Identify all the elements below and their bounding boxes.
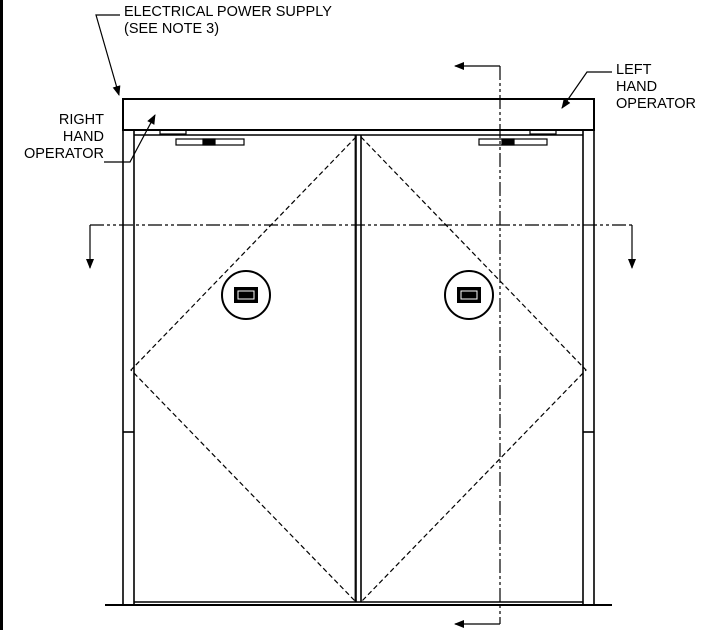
left-operator-leader	[561, 71, 612, 109]
horizontal-section-line	[86, 224, 636, 269]
vertical-section-line	[454, 62, 501, 628]
left-hand-operator-arm	[478, 129, 557, 146]
right-door-vision-panel	[444, 270, 494, 320]
swing-indicators	[130, 136, 587, 603]
left-operator-label-line1: LEFT	[616, 62, 652, 78]
power-supply-leader	[95, 14, 121, 96]
right-hand-operator-label: RIGHT HAND OPERATOR	[4, 112, 104, 163]
right-door-swing	[360, 136, 587, 603]
left-operator-label-line2: HAND	[616, 79, 658, 95]
right-jamb	[582, 99, 595, 605]
right-operator-label-line3: OPERATOR	[23, 146, 104, 162]
power-supply-label-line2: (SEE NOTE 3)	[124, 21, 220, 37]
right-operator-label-line1: RIGHT	[58, 112, 104, 128]
page-edge-bar	[0, 0, 3, 630]
left-hand-operator-label: LEFT HAND OPERATOR	[616, 62, 696, 113]
leader-lines	[95, 14, 612, 163]
right-operator-label-line2: HAND	[62, 129, 104, 145]
left-jamb	[122, 99, 135, 605]
right-hand-operator-arm	[159, 129, 245, 146]
door-panels	[134, 134, 583, 603]
left-door-swing	[130, 136, 357, 603]
left-operator-label-line3: OPERATOR	[616, 96, 697, 112]
right-operator-leader	[104, 114, 156, 163]
header-box	[122, 98, 595, 131]
power-supply-label: ELECTRICAL POWER SUPPLY (SEE NOTE 3)	[124, 4, 332, 38]
power-supply-label-line1: ELECTRICAL POWER SUPPLY	[124, 4, 332, 20]
left-door-vision-panel	[221, 270, 271, 320]
